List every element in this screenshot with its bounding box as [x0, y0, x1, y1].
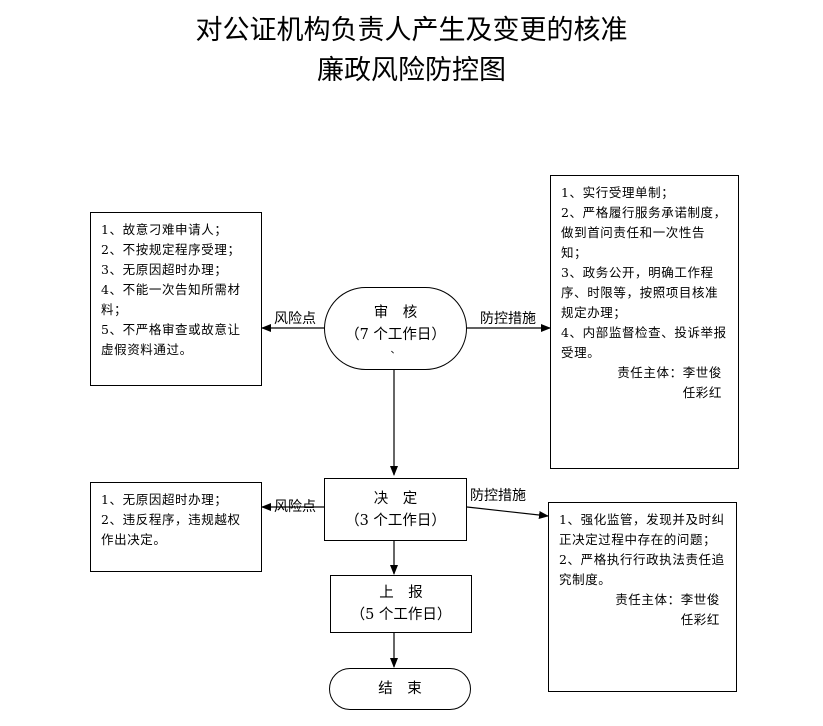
responsible-owner: 责任主体：李世俊	[615, 592, 720, 607]
measure-item: 2、严格履行服务承诺制度，做到首问责任和一次性告知；	[561, 205, 727, 260]
arrow-decision-to-measures	[466, 506, 549, 519]
risk-item: 2、不按规定程序受理；	[101, 242, 241, 257]
measure-item: 3、政务公开，明确工作程序、时限等，按照项目核准规定办理；	[561, 265, 719, 320]
risk-item: 4、不能一次告知所需材料；	[101, 282, 241, 317]
decision-node: 决 定 （3 个工作日）	[324, 478, 467, 541]
risk-box-review: 1、故意刁难申请人； 2、不按规定程序受理； 3、无原因超时办理； 4、不能一次…	[90, 212, 262, 386]
end-node: 结 束	[329, 668, 471, 710]
decision-node-duration: （3 个工作日）	[345, 512, 446, 529]
responsible-owner-2: 任彩红	[680, 612, 720, 627]
review-node-name: 审 核	[373, 304, 418, 321]
decision-node-name: 决 定	[373, 490, 418, 507]
control-measures-label: 防控措施	[480, 311, 536, 327]
risk-point-label: 风险点	[274, 499, 316, 515]
measure-item: 4、内部监督检查、投诉举报受理。	[561, 325, 727, 360]
risk-item: 2、违反程序，违规越权作出决定。	[101, 512, 241, 547]
review-node-duration: （7 个工作日）	[345, 326, 446, 343]
risk-item: 1、故意刁难申请人；	[101, 222, 228, 237]
report-node-name: 上 报	[379, 585, 423, 601]
diagram-title-line2: 廉政风险防控图	[317, 55, 506, 86]
measures-box-review: 1、实行受理单制； 2、严格履行服务承诺制度，做到首问责任和一次性告知； 3、政…	[550, 175, 739, 469]
report-node: 上 报 （5 个工作日）	[330, 575, 472, 633]
report-node-duration: （5 个工作日）	[350, 607, 452, 623]
responsible-owner-2: 任彩红	[682, 385, 722, 400]
control-measures-label: 防控措施	[470, 488, 526, 504]
review-node: 审 核 （7 个工作日） 、	[324, 287, 467, 370]
measure-item: 2、严格执行行政执法责任追究制度。	[559, 552, 725, 587]
end-node-name: 结 束	[378, 681, 422, 697]
review-node-mark: 、	[390, 344, 401, 356]
risk-box-decision: 1、无原因超时办理； 2、违反程序，违规越权作出决定。	[90, 482, 262, 572]
diagram-title-line1: 对公证机构负责人产生及变更的核准	[195, 15, 628, 46]
risk-point-label: 风险点	[274, 311, 316, 327]
measures-box-decision: 1、强化监管，发现并及时纠正决定过程中存在的问题； 2、严格执行行政执法责任追究…	[548, 502, 737, 692]
risk-item: 3、无原因超时办理；	[101, 262, 228, 277]
risk-item: 5、不严格审查或故意让虚假资料通过。	[101, 322, 241, 357]
measure-item: 1、强化监管，发现并及时纠正决定过程中存在的问题；	[559, 512, 725, 547]
risk-item: 1、无原因超时办理；	[101, 492, 228, 507]
responsible-owner: 责任主体：李世俊	[617, 365, 722, 380]
measure-item: 1、实行受理单制；	[561, 185, 675, 200]
